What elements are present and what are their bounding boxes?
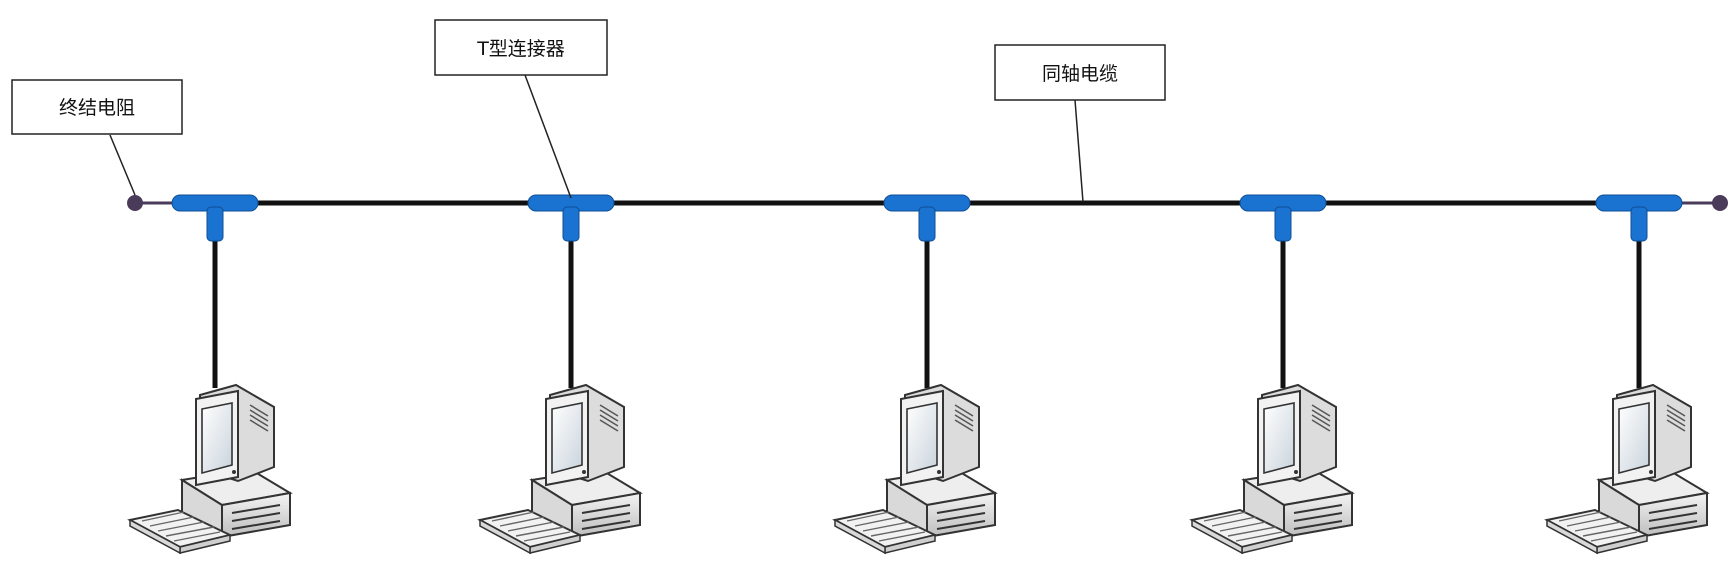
- terminator-label: 终结电阻: [59, 97, 135, 119]
- coax-cable-label: 同轴电缆: [1042, 63, 1118, 85]
- desktop-computer-icon: [1546, 384, 1708, 554]
- t-connector-4: [1239, 194, 1327, 242]
- terminator-leader: [109, 134, 136, 196]
- workstation-5: [1546, 384, 1708, 554]
- drop-cables: [212, 230, 1642, 388]
- t-connector-callout: T型连接器: [434, 19, 608, 76]
- terminator-right-icon: [1712, 195, 1728, 211]
- t-connector-label: T型连接器: [476, 38, 565, 60]
- terminator-left-icon: [127, 195, 143, 211]
- coax-cable-callout: 同轴电缆: [994, 44, 1166, 101]
- terminator-callout: 终结电阻: [11, 79, 183, 135]
- workstation-2: [479, 384, 641, 554]
- desktop-computer-icon: [1191, 384, 1353, 554]
- desktop-computer-icon: [479, 384, 641, 554]
- desktop-computer-icon: [834, 384, 996, 554]
- t-connector-3: [883, 194, 971, 242]
- t-connector-5: [1595, 194, 1683, 242]
- t-connectors: [171, 194, 1683, 242]
- coax-cable-leader: [1074, 99, 1084, 203]
- workstation-1: [129, 384, 291, 554]
- workstation-4: [1191, 384, 1353, 554]
- t-connector-leader: [524, 74, 572, 199]
- workstation-3: [834, 384, 996, 554]
- t-connector-2: [527, 194, 615, 242]
- t-connector-1: [171, 194, 259, 242]
- desktop-computer-icon: [129, 384, 291, 554]
